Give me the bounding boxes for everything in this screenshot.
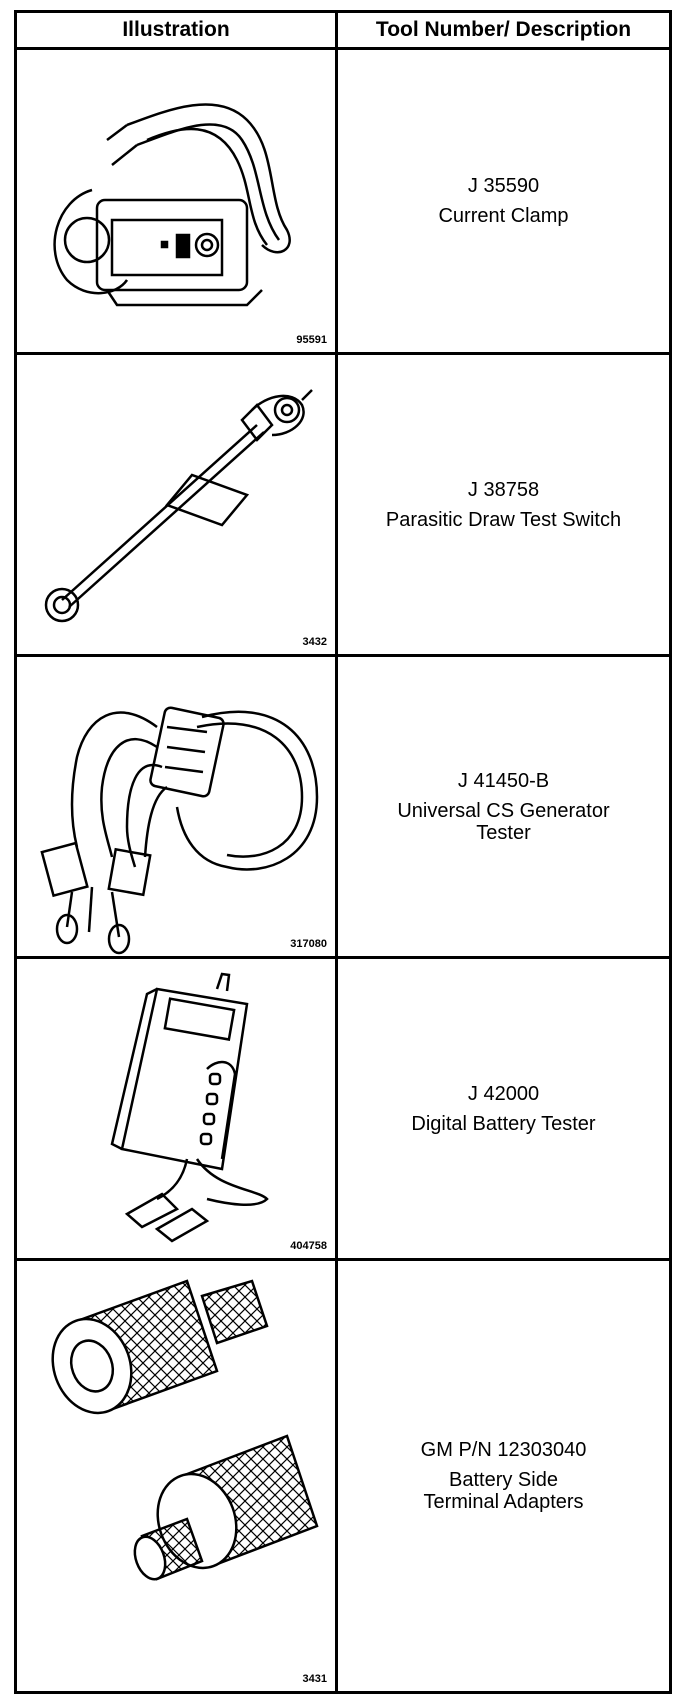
tool-number: J 42000 bbox=[467, 1082, 540, 1105]
tool-name: Battery Side Terminal Adapters bbox=[423, 1469, 584, 1513]
illustration-cell: 317080 bbox=[17, 657, 335, 956]
description-cell: J 38758 Parasitic Draw Test Switch bbox=[338, 355, 669, 654]
current-clamp-icon bbox=[53, 103, 291, 307]
battery-tester-icon bbox=[110, 972, 269, 1243]
special-tools-table: Illustration Tool Number/ Description bbox=[14, 10, 672, 1694]
table-row: 404758 J 42000 Digital Battery Tester bbox=[17, 959, 669, 1261]
illustration-cell: 404758 bbox=[17, 959, 335, 1258]
figure-number: 404758 bbox=[290, 1240, 327, 1252]
table-header: Illustration Tool Number/ Description bbox=[17, 13, 669, 50]
column-divider bbox=[335, 13, 338, 1691]
tool-number: GM P/N 12303040 bbox=[420, 1439, 587, 1461]
table-row: 3431 GM P/N 12303040 Battery Side Termin… bbox=[17, 1261, 669, 1691]
table-row: 317080 J 41450-B Universal CS Generator … bbox=[17, 657, 669, 959]
description-cell: GM P/N 12303040 Battery Side Terminal Ad… bbox=[338, 1261, 669, 1691]
illustration-cell: 95591 bbox=[17, 50, 335, 352]
tool-name: Digital Battery Tester bbox=[411, 1112, 596, 1135]
tool-name: Parasitic Draw Test Switch bbox=[385, 508, 622, 531]
illustration-column-header: Illustration bbox=[122, 18, 230, 41]
figure-number: 317080 bbox=[290, 938, 327, 950]
illustration-cell: 3431 bbox=[17, 1261, 335, 1691]
tool-name: Universal CS Generator Tester bbox=[397, 799, 610, 844]
test-switch-icon bbox=[44, 389, 313, 623]
tool-name: Current Clamp bbox=[438, 205, 569, 227]
description-cell: J 35590 Current Clamp bbox=[338, 50, 669, 352]
table-row: 95591 J 35590 Current Clamp bbox=[17, 50, 669, 355]
illustration-cell: 3432 bbox=[17, 355, 335, 654]
table-row: 3432 J 38758 Parasitic Draw Test Switch bbox=[17, 355, 669, 657]
figure-number: 95591 bbox=[296, 334, 327, 346]
terminal-adapters-icon bbox=[51, 1279, 319, 1581]
figure-number: 3432 bbox=[302, 636, 327, 648]
tool-number: J 38758 bbox=[467, 478, 540, 501]
description-cell: J 42000 Digital Battery Tester bbox=[338, 959, 669, 1258]
tool-number: J 41450-B bbox=[457, 769, 550, 792]
description-column-header: Tool Number/ Description bbox=[375, 18, 632, 41]
generator-tester-icon bbox=[40, 706, 319, 955]
figure-number: 3431 bbox=[302, 1673, 327, 1685]
tool-number: J 35590 bbox=[467, 175, 540, 197]
description-cell: J 41450-B Universal CS Generator Tester bbox=[338, 657, 669, 956]
